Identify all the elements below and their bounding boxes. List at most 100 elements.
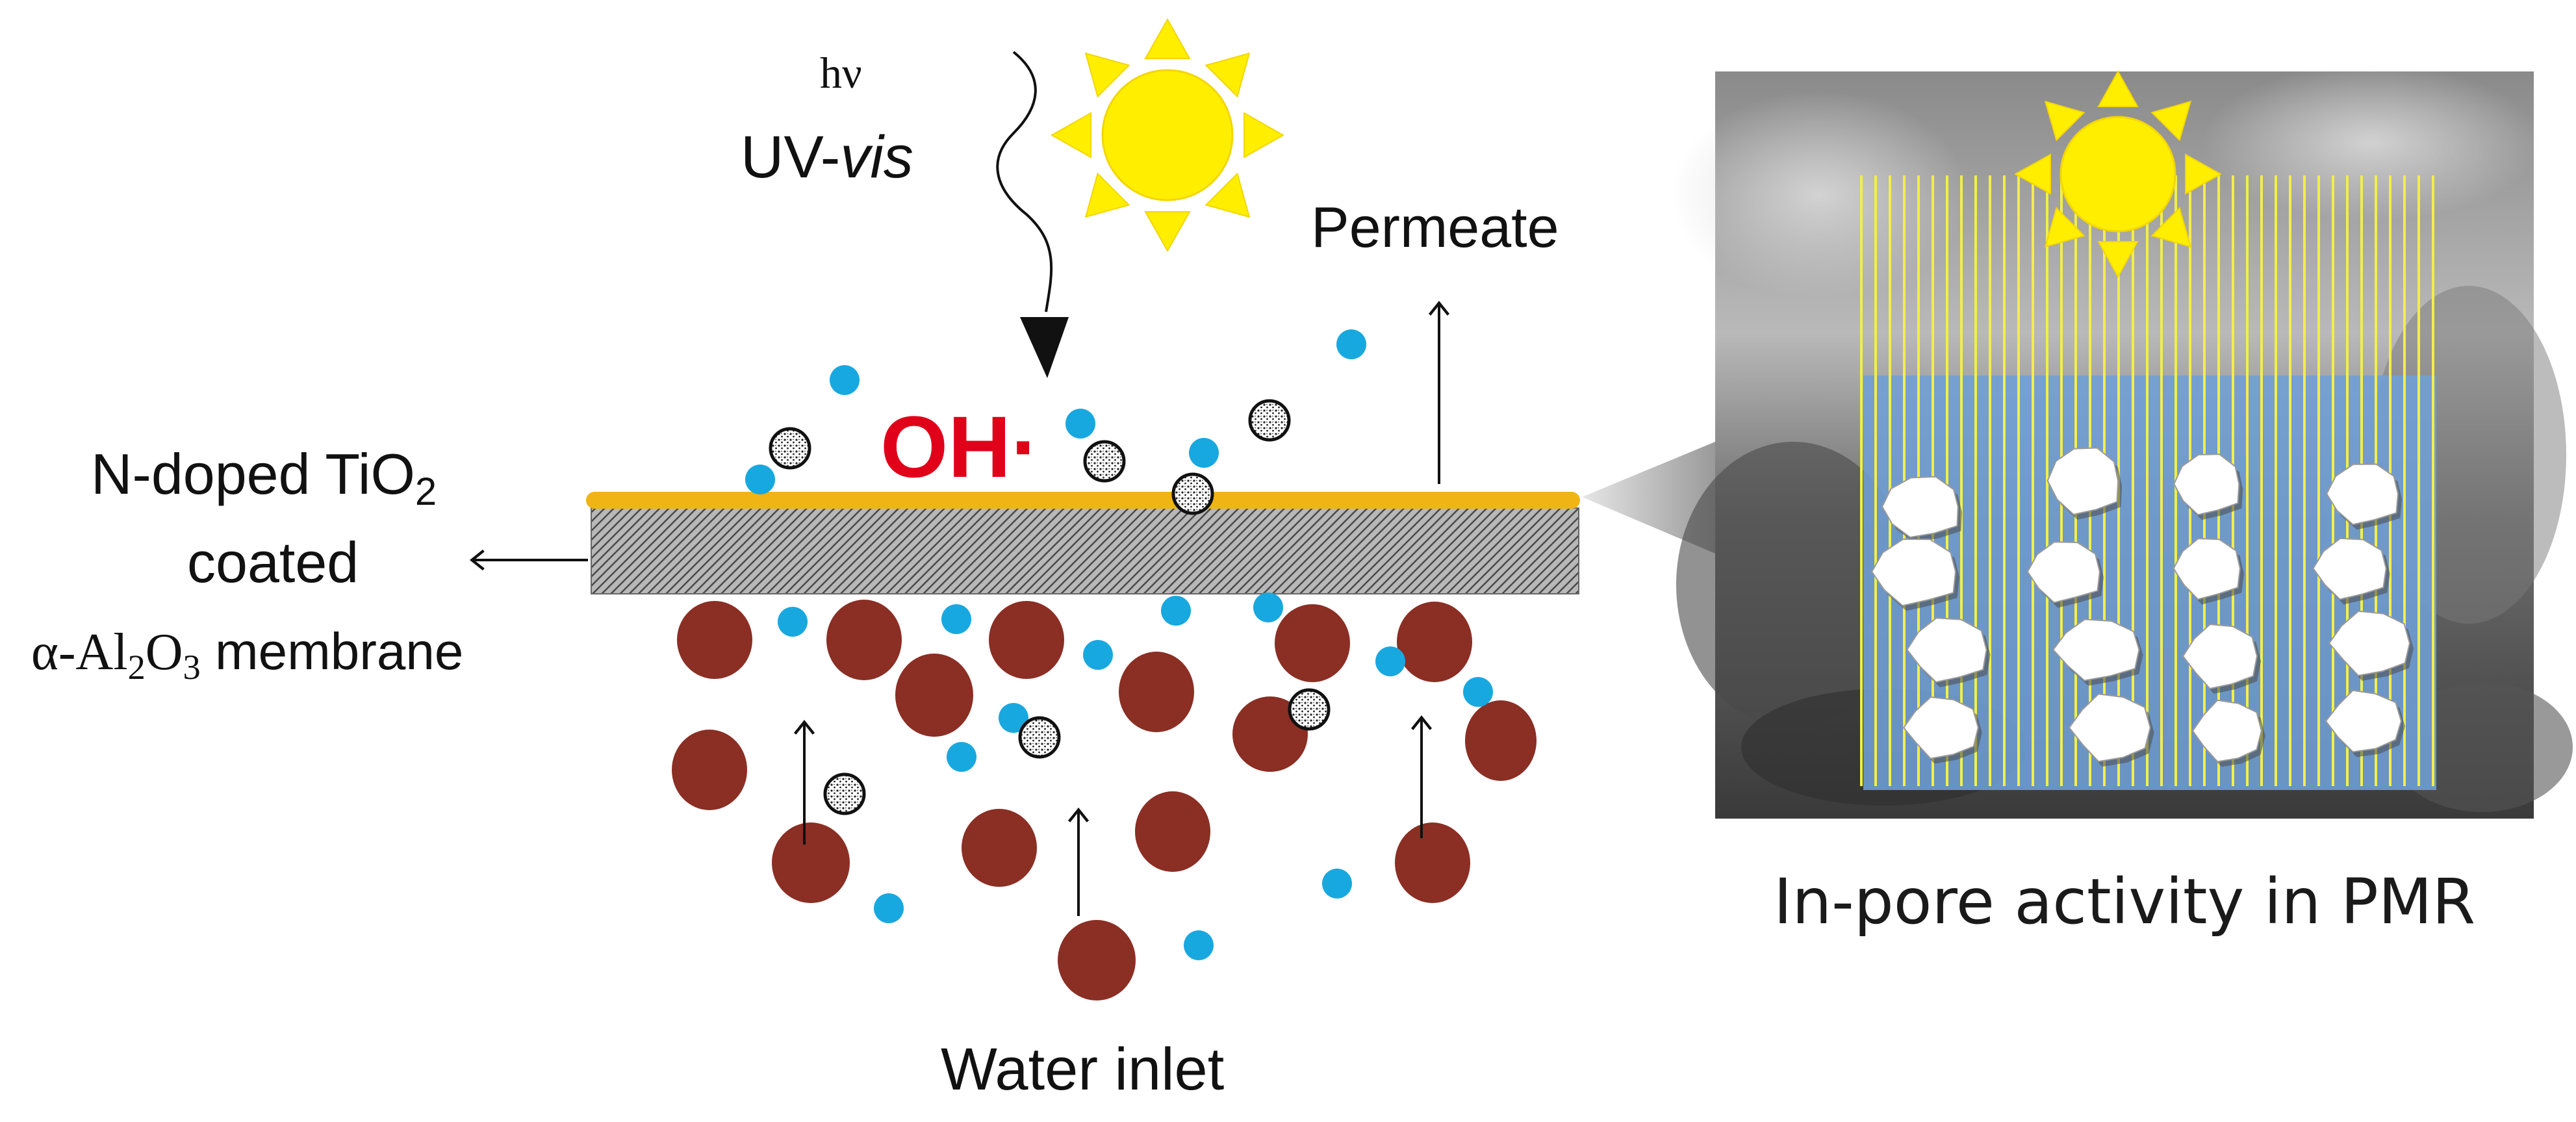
water-molecule [745,465,775,494]
sun-ray [1205,172,1251,218]
alumina-grain [1906,617,1987,683]
particle [962,809,1037,887]
alumina-grain [2026,541,2100,604]
membrane-label: α-Al2O3 membrane [31,624,463,685]
coating-subscript: 2 [414,469,437,513]
water-molecule [999,703,1028,733]
pollutant-sphere-icon [1171,472,1214,515]
uv-italic: vis [840,124,913,190]
water-molecule [941,604,971,634]
particle [1275,604,1350,682]
sun-ray [2150,207,2192,248]
sun-ray [2044,207,2085,248]
photon-energy-label: hν [820,48,862,97]
sun-ray [1144,211,1191,253]
water-molecule [1336,329,1366,359]
sun-ray [1050,112,1091,159]
alumina-grain [2182,623,2258,689]
pollutants-group [769,399,1331,815]
alumina-grain [2047,447,2119,515]
sun-ray [1144,18,1191,59]
inset-pmr-schematic [1670,65,2573,819]
alumina-grain [2326,463,2399,526]
particle [1058,920,1136,1001]
water-molecule [874,893,904,923]
tio2-coating-layer [586,492,1580,509]
particle [989,601,1064,679]
water-molecule [1161,596,1191,626]
alumina-grain [2052,618,2140,682]
alumina-grain [2325,689,2402,753]
zoom-connector [1582,442,1715,554]
uv-prefix: UV- [741,124,841,190]
pollutant-sphere-icon [769,427,811,470]
alumina-membrane [591,507,1579,594]
alumina-grain [2328,610,2410,676]
alumina-grain [1902,696,1979,759]
membrane-prefix: α-Al [31,624,128,681]
alumina-grain [2173,453,2240,516]
water-inlet-label: Water inlet [941,1036,1225,1103]
alumina-grain [1871,538,1957,607]
uv-vis-label: UV-vis [741,127,913,187]
membrane-sub2: 3 [183,648,201,687]
water-molecule [1463,677,1493,707]
particle [1119,652,1194,732]
water-molecules-group [745,329,1493,960]
wavy-light-arrow-icon [996,51,1069,378]
particle [1465,700,1537,781]
membrane-mid: O [145,624,183,681]
pollutant-sphere-icon [1288,688,1331,731]
sun-ray [2185,153,2223,195]
permeate-label: Permeate [1311,195,1559,259]
pollutant-sphere-icon [1248,399,1291,442]
alumina-grain [2068,693,2151,763]
sun-ray [1205,52,1251,98]
water-molecule [1065,409,1095,439]
pollutant-sphere-icon [1018,716,1061,759]
water-molecule [1253,593,1283,622]
water-molecule [1189,438,1219,468]
pollutant-sphere-icon [823,772,866,815]
sun-icon [1050,18,1285,253]
inlet-arrows [793,715,1433,916]
water-molecule [1375,646,1405,676]
water-molecule [1184,930,1214,960]
membrane-sub1: 2 [127,648,146,687]
particle [672,730,747,810]
water-molecule [830,365,860,395]
particles-group [672,600,1537,1001]
alumina-grain [2173,537,2241,600]
particle [1395,822,1470,903]
particle [895,654,973,737]
inset-sun-icon [2013,70,2223,279]
particle [772,822,850,903]
coating-label-line2: coated [187,530,359,594]
sun-ray [2150,100,2192,142]
particle [1135,791,1210,872]
oh-radical-label: OH· [880,399,1040,496]
alumina-grain [2191,699,2262,763]
pollutant-sphere-icon [1083,440,1126,483]
particle [1397,602,1472,682]
coating-label-line1: N-doped TiO2 [91,446,437,511]
sun-ray [1243,112,1285,159]
water-molecule [1083,640,1113,670]
sun-ray [2044,100,2085,142]
sun-ray [2013,153,2051,195]
coating-prefix: N-doped TiO [91,442,415,506]
water-molecule [1322,869,1352,899]
particle [677,601,752,679]
particle [826,600,902,680]
sun-ray [2097,70,2139,107]
sun-ray [1084,52,1130,98]
sun-ray [1084,172,1130,218]
sun-ray [2097,241,2139,279]
water-molecule [778,607,808,637]
membrane-suffix: membrane [200,622,464,680]
inset-caption: In-pore activity in PMR [1774,865,2476,938]
water-molecule [947,742,976,772]
alumina-grain [1881,476,1959,539]
